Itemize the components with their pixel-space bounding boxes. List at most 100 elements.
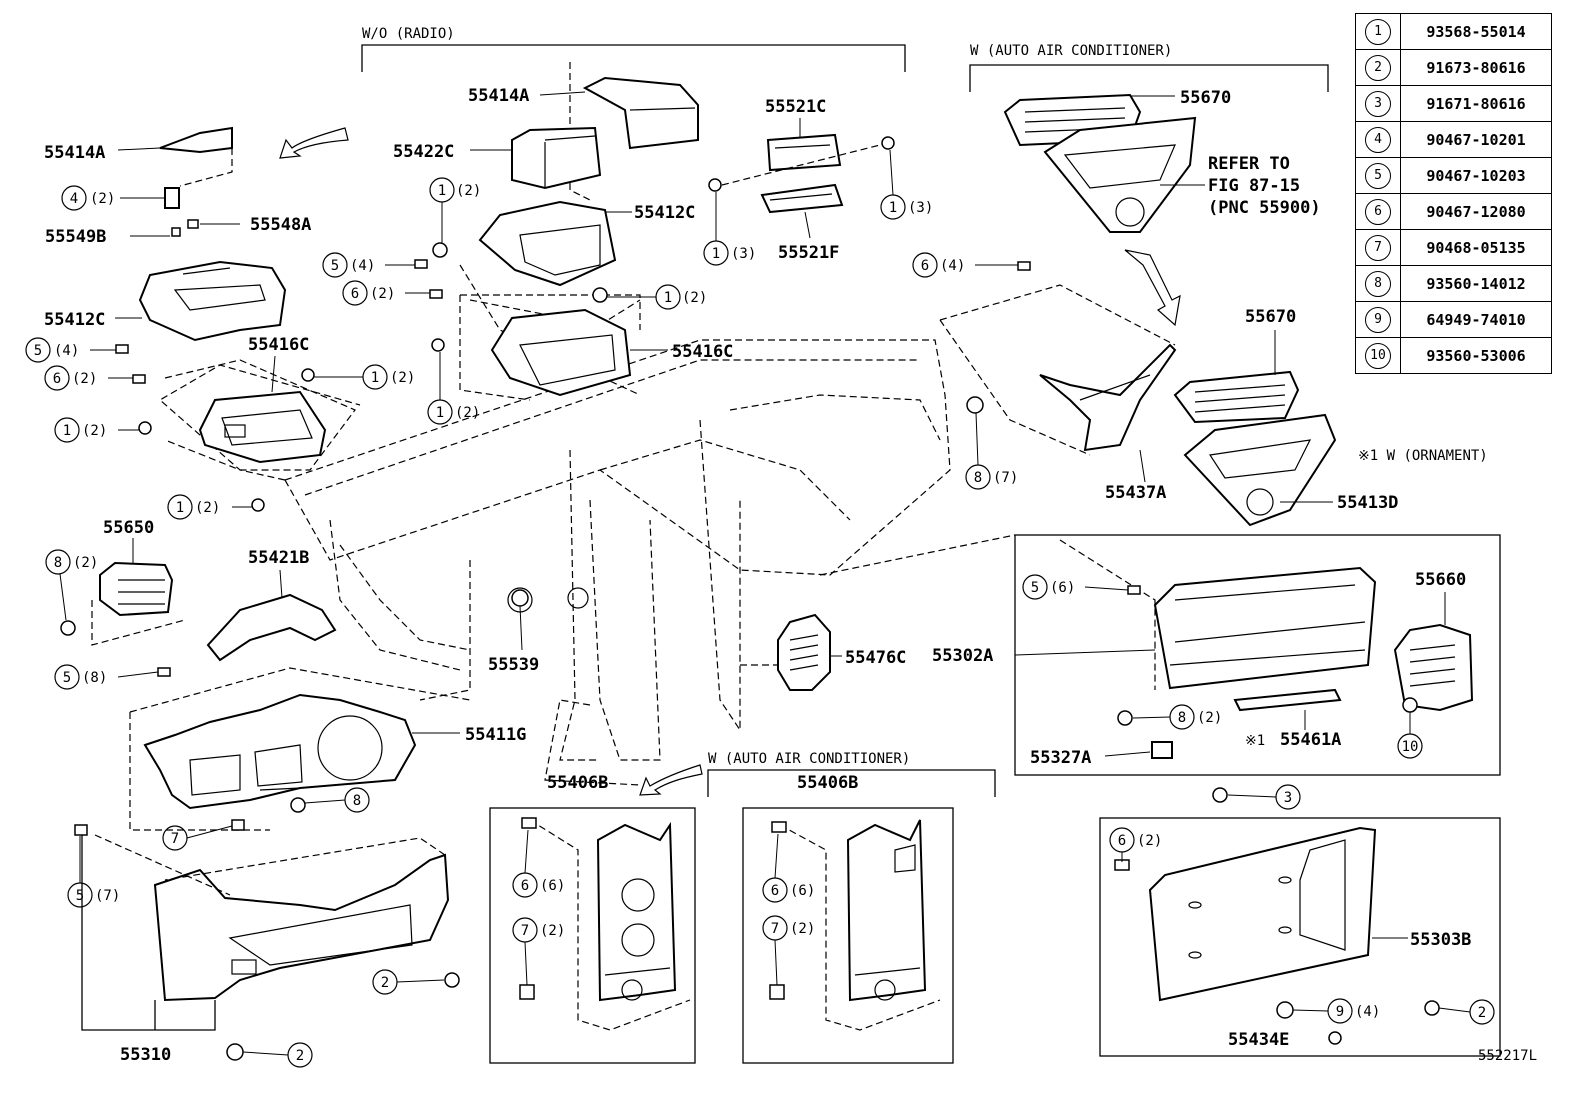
center-cluster-frame-left	[489, 807, 696, 1064]
reference-number: 7	[1355, 229, 1401, 266]
label-55650: 55650	[103, 518, 154, 538]
clip-7-left	[519, 984, 535, 1000]
reference-number: 8	[1355, 265, 1401, 302]
svg-text:1: 1	[712, 246, 720, 262]
svg-text:(4): (4)	[350, 258, 375, 274]
reference-number-circle: 7	[1365, 234, 1391, 261]
callout-7: 7	[162, 825, 233, 851]
svg-text:(8): (8)	[82, 670, 107, 686]
callout-1-2-e: 1(2)	[54, 417, 139, 443]
svg-text:(3): (3)	[908, 200, 933, 216]
auto-ac-top-note: W (AUTO AIR CONDITIONER)	[970, 43, 1172, 59]
svg-text:7: 7	[171, 831, 179, 847]
svg-text:(4): (4)	[54, 343, 79, 359]
svg-text:(4): (4)	[940, 258, 965, 274]
bolt-1-e	[138, 421, 152, 435]
reference-number: 9	[1355, 301, 1401, 338]
svg-text:6: 6	[351, 286, 359, 302]
refer-line-2: FIG 87-15	[1208, 176, 1300, 196]
svg-text:(2): (2)	[540, 923, 565, 939]
label-55670-right: 55670	[1245, 307, 1296, 327]
callout-5-4-a: 5(4)	[322, 252, 415, 278]
center-cluster-right	[846, 819, 927, 1002]
callout-1-2-f: 1(2)	[167, 494, 252, 520]
callout-6-6-a: 6(6)	[512, 829, 565, 898]
callout-10: 10	[1397, 712, 1423, 759]
reference-number: 1	[1355, 13, 1401, 50]
label-55549B: 55549B	[45, 227, 106, 247]
clip-5-c	[157, 667, 171, 677]
callout-6-4: 6 (4)	[912, 252, 1018, 278]
clip-6-right	[771, 821, 787, 833]
bolt-8-i	[966, 396, 984, 414]
reference-number-circle: 8	[1365, 270, 1391, 297]
label-55302A: 55302A	[932, 646, 993, 666]
svg-text:7: 7	[771, 921, 779, 937]
reference-number-circle: 6	[1365, 198, 1391, 225]
bolt-1-g	[881, 136, 895, 150]
svg-text:8: 8	[1178, 710, 1186, 726]
callout-6-2-b: 6(2)	[44, 365, 133, 391]
clip-5-b	[115, 344, 129, 354]
bezel-55412C-center	[478, 200, 617, 287]
svg-text:(2): (2)	[370, 286, 395, 302]
bolt-2-lower	[444, 972, 460, 988]
svg-text:1: 1	[438, 183, 446, 199]
reference-number-circle: 2	[1365, 54, 1391, 81]
reference-part-number: 93560-53006	[1400, 337, 1552, 374]
bolt-10	[1402, 697, 1418, 713]
label-55539: 55539	[488, 655, 539, 675]
callout-8: 8	[304, 787, 370, 813]
svg-text:8: 8	[974, 470, 982, 486]
svg-text:1: 1	[176, 500, 184, 516]
reference-number: 6	[1355, 193, 1401, 230]
callout-1-2-b: 1(2)	[607, 284, 707, 310]
clip-7-a	[231, 819, 245, 831]
svg-text:4: 4	[70, 191, 78, 207]
svg-text:(2): (2)	[1137, 833, 1162, 849]
reference-number: 2	[1355, 49, 1401, 86]
bracket-55310	[81, 835, 216, 1031]
svg-text:1: 1	[436, 405, 444, 421]
svg-text:(2): (2)	[90, 191, 115, 207]
wo-radio-bracket	[361, 44, 906, 72]
label-55414A-left: 55414A	[44, 143, 105, 163]
lower-panel-frame	[1099, 817, 1501, 1057]
auto-ac-top-bracket	[969, 64, 1329, 92]
bolt-3	[1212, 787, 1228, 803]
label-55303B: 55303B	[1410, 930, 1471, 950]
panel-55521C	[766, 133, 842, 172]
svg-text:(2): (2)	[455, 405, 480, 421]
callout-6-2-c: 6 (2)	[1109, 827, 1162, 862]
plug-55434E	[1328, 1031, 1342, 1045]
cluster-arrow-icon	[639, 764, 703, 796]
svg-text:(6): (6)	[540, 878, 565, 894]
upper-trim-left	[159, 126, 233, 154]
vent-55650	[99, 561, 174, 617]
vent-55476C	[777, 613, 831, 691]
reference-part-number: 90467-10203	[1400, 157, 1552, 194]
svg-text:2: 2	[381, 975, 389, 991]
bolt-1-h	[708, 178, 722, 192]
callout-1-3-b: 1(3)	[880, 149, 933, 220]
vent-55660	[1393, 623, 1474, 712]
callout-1-3-a: 1(3)	[703, 192, 756, 266]
latch-55327A	[1151, 741, 1173, 759]
svg-text:6: 6	[1118, 833, 1126, 849]
label-55660: 55660	[1415, 570, 1466, 590]
reference-number: 4	[1355, 121, 1401, 158]
glovebox-55302A	[1153, 566, 1377, 690]
callout-7-2-b: 7(2)	[762, 915, 815, 986]
clip-5-d	[74, 824, 88, 836]
svg-text:(7): (7)	[95, 888, 120, 904]
bolt-2-bottom	[226, 1043, 244, 1061]
svg-text:6: 6	[921, 258, 929, 274]
reference-number-circle: 5	[1365, 162, 1391, 189]
reference-number-circle: 1	[1365, 18, 1391, 45]
reference-number: 10	[1355, 337, 1401, 374]
clip-7-right	[769, 984, 785, 1000]
